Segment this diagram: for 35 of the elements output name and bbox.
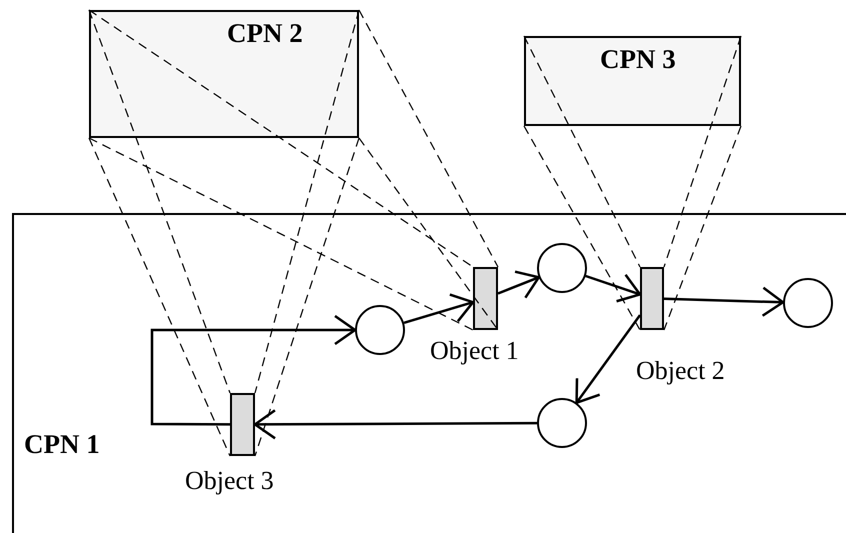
- projection-line: [254, 138, 360, 456]
- arc-arrow: [498, 270, 540, 299]
- arc-arrow: [404, 293, 474, 324]
- net-label: CPN 3: [600, 44, 676, 75]
- net-box: [12, 213, 846, 533]
- projection-line: [88, 10, 231, 394]
- net-box: [89, 10, 359, 138]
- transition-bar: [230, 393, 255, 456]
- net-label: CPN 1: [24, 429, 100, 460]
- arc-arrow: [585, 273, 642, 302]
- arc-arrow: [575, 314, 642, 404]
- projection-line: [523, 126, 641, 330]
- transition-bar: [473, 267, 498, 330]
- place-circle: [537, 398, 587, 448]
- transition-bar: [640, 267, 664, 330]
- projection-line: [88, 138, 231, 456]
- arc-arrow: [150, 314, 356, 426]
- place-circle: [537, 243, 587, 293]
- net-label: CPN 2: [227, 18, 303, 49]
- place-circle: [783, 278, 833, 328]
- arc-arrow: [664, 286, 784, 317]
- projection-line: [88, 10, 474, 268]
- object-label: Object 1: [430, 336, 519, 366]
- object-label: Object 3: [185, 466, 274, 496]
- net-box: [524, 36, 741, 126]
- place-circle: [355, 305, 405, 355]
- projection-line: [254, 10, 360, 394]
- projection-line: [358, 138, 498, 330]
- projection-line: [523, 36, 641, 268]
- arc-arrow: [254, 409, 537, 440]
- object-label: Object 2: [636, 356, 725, 386]
- projection-line: [358, 10, 499, 268]
- projection-line: [663, 126, 742, 330]
- projection-line: [663, 36, 742, 268]
- projection-line: [88, 137, 474, 331]
